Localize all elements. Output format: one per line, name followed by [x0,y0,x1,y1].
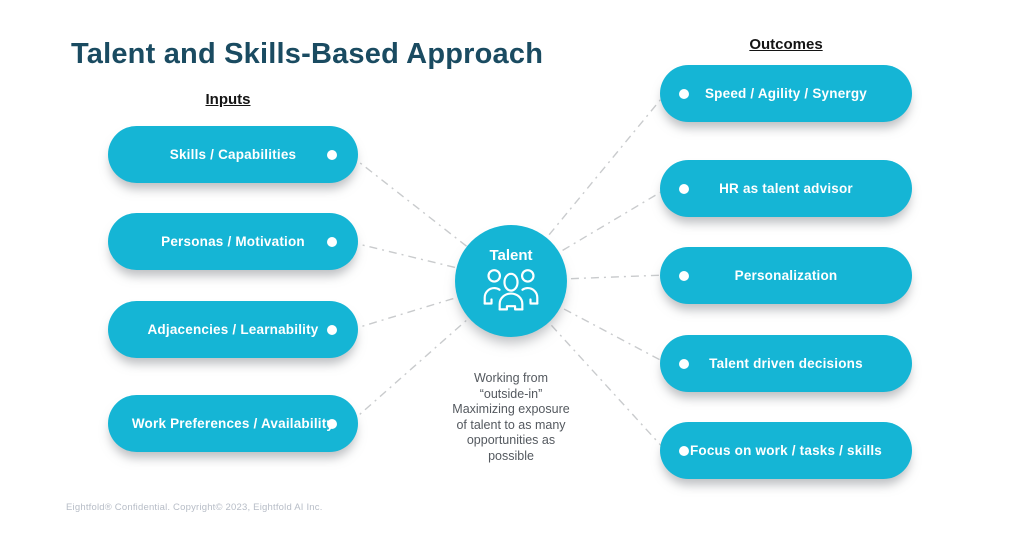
outcomes-heading: Outcomes [749,36,823,53]
outcome-pill-speed-agility-synergy: Speed / Agility / Synergy [660,65,912,122]
connector-dot [679,445,689,456]
input-pill-personas-motivation: Personas / Motivation [108,213,358,270]
outcome-pill-focus-work-tasks-skills: Focus on work / tasks / skills [660,422,912,479]
connector-dot [327,418,337,429]
connector-dot [679,88,689,99]
pill-label: Focus on work / tasks / skills [689,443,883,458]
center-note: Working from “outside-in” Maximizing exp… [452,371,570,463]
inputs-heading: Inputs [205,91,251,108]
pill-label: Talent driven decisions [709,356,863,371]
talent-hub-label: Talent [489,246,533,264]
pill-label: Speed / Agility / Synergy [704,86,868,101]
outcome-pill-personalization: Personalization [660,247,912,304]
pill-label: Personalization [734,268,838,283]
pill-label: Work Preferences / Availability [131,416,335,431]
connector-dot [679,358,689,369]
pill-label: Personas / Motivation [161,234,305,249]
footer-confidential-note: Eightfold® Confidential. Copyright© 2023… [66,502,323,513]
team-icon [482,267,540,316]
outcome-pill-hr-talent-advisor: HR as talent advisor [660,160,912,217]
connector-dot [679,183,689,194]
pill-label: Adjacencies / Learnability [147,322,319,337]
input-pill-work-preferences-availability: Work Preferences / Availability [108,395,358,452]
input-pill-skills-capabilities: Skills / Capabilities [108,126,358,183]
pill-label: HR as talent advisor [719,181,853,196]
connector-dot [327,149,337,160]
connector-dot [327,236,337,247]
connector-dot [679,270,689,281]
pill-label: Skills / Capabilities [169,147,297,162]
outcome-pill-talent-driven-decisions: Talent driven decisions [660,335,912,392]
talent-hub: Talent [455,225,567,337]
connector-dot [327,324,337,335]
input-pill-adjacencies-learnability: Adjacencies / Learnability [108,301,358,358]
page-title: Talent and Skills-Based Approach [71,38,544,70]
